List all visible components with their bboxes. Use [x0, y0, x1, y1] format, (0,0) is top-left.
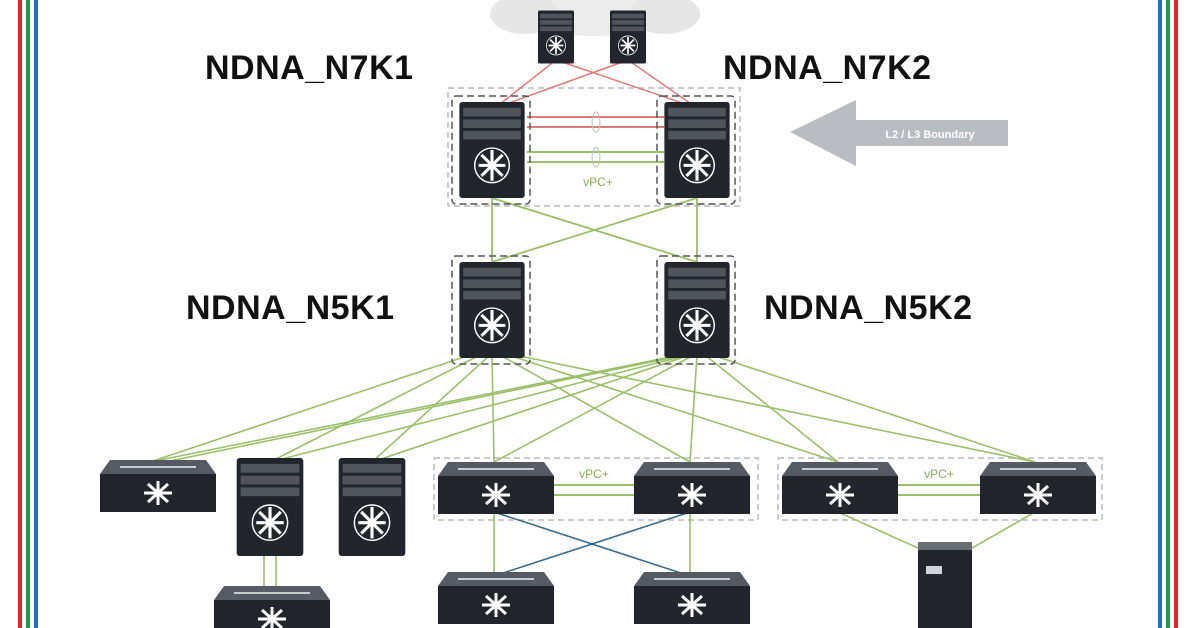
- node-label-n7k1: NDNA_N7K1: [205, 49, 414, 87]
- switch-icon: [438, 462, 554, 514]
- frame-stripe-green-right: [1166, 0, 1170, 628]
- switch-icon: [980, 462, 1096, 514]
- vpc-label-access-b: vPC+: [924, 467, 954, 481]
- vpc-label-access-a: vPC+: [579, 467, 609, 481]
- switch-icon: [610, 10, 646, 64]
- vpc-access-a-group-box: [433, 457, 759, 521]
- cloud-icon: [490, 0, 700, 36]
- vpc-access-b-group-box: [777, 457, 1103, 521]
- node-label-n7k2: NDNA_N7K2: [723, 49, 932, 87]
- switch-icon: [634, 572, 750, 624]
- frame-stripe-green-left: [26, 0, 30, 628]
- node-label-n5k1: NDNA_N5K1: [186, 289, 395, 327]
- frame-stripe-blue-right: [1158, 0, 1162, 628]
- boundary-label: L2 / L3 Boundary: [885, 129, 975, 141]
- chassis-switch-icon: [663, 102, 731, 198]
- server-icon: [918, 542, 972, 628]
- chassis-switch-icon: [458, 102, 526, 198]
- chassis-switch-icon: [458, 262, 526, 358]
- links-access-peer: [552, 484, 982, 496]
- links-aggregation-to-access: [149, 354, 1036, 463]
- links-cloud-to-core: [494, 59, 698, 109]
- links-access-to-edge: [263, 511, 1036, 590]
- chassis-switch-icon: [338, 458, 406, 556]
- vpc-core-group-box: [447, 87, 741, 207]
- switch-icon: [538, 10, 574, 64]
- switch-icon: [438, 572, 554, 624]
- node-label-n5k2: NDNA_N5K2: [764, 289, 973, 327]
- links-core-peer: [527, 111, 664, 168]
- frame-stripe-red-left: [18, 0, 22, 628]
- switch-icon: [100, 460, 216, 512]
- frame-stripe-blue-left: [34, 0, 38, 628]
- chassis-switch-icon: [663, 262, 731, 358]
- switch-icon: [634, 462, 750, 514]
- arrow-left-icon: [790, 100, 1008, 166]
- switch-icon: [782, 462, 898, 514]
- vpc-label-core: vPC+: [583, 175, 613, 189]
- chassis-switch-icon: [236, 458, 304, 556]
- frame-stripe-red-right: [1174, 0, 1178, 628]
- links-core-to-aggregation: [491, 197, 698, 263]
- switch-icon: [214, 586, 330, 628]
